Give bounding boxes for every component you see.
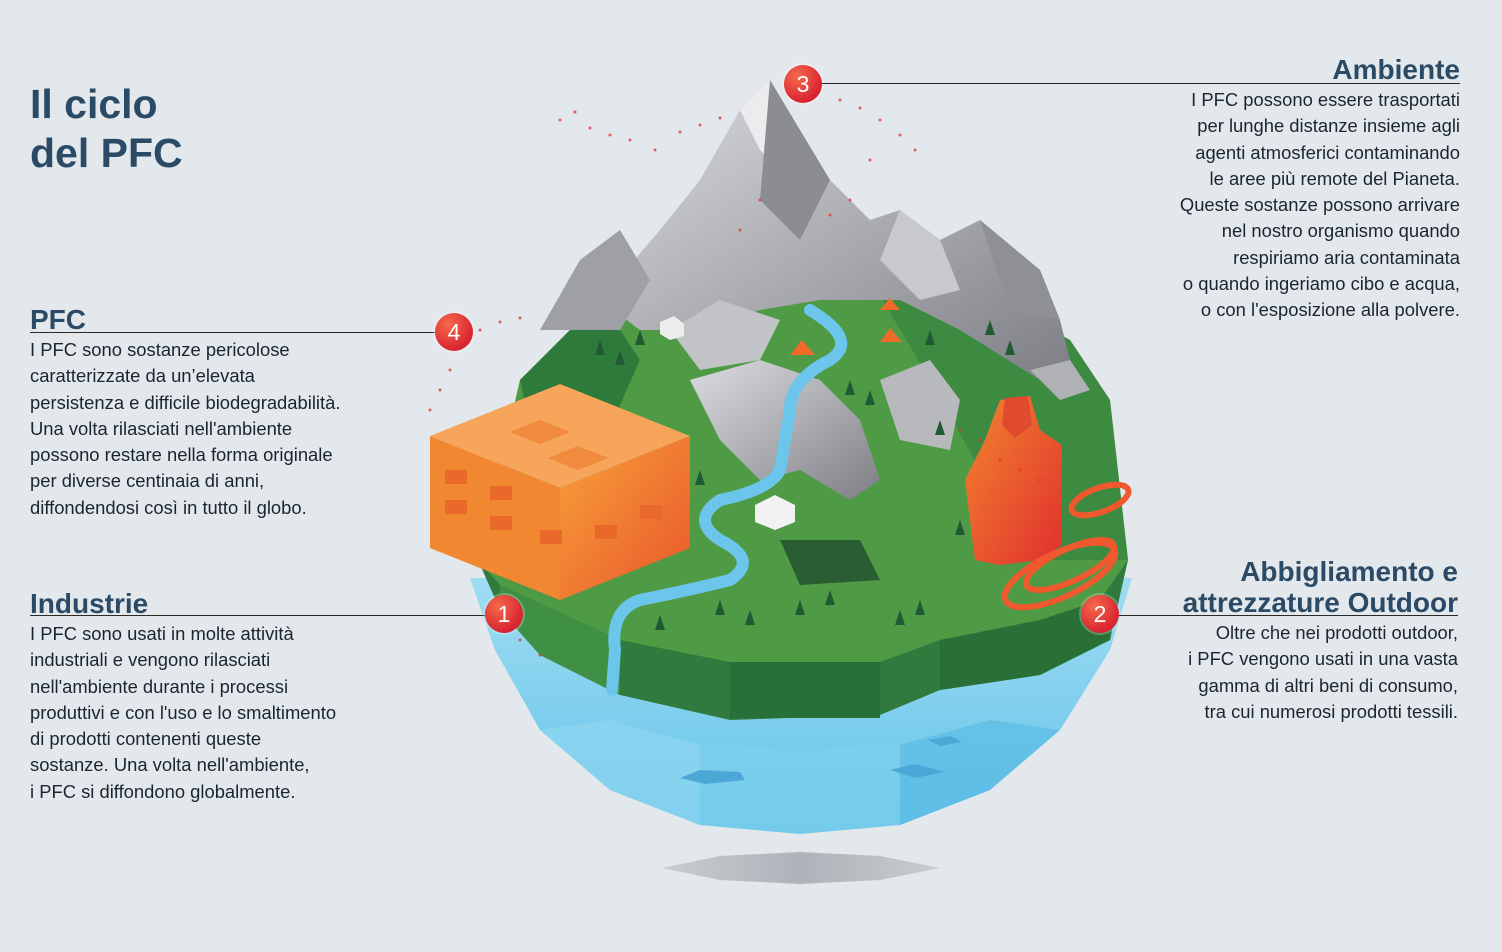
section-industrie-heading: Industrie bbox=[30, 588, 149, 619]
section-pfc: PFC I PFC sono sostanze pericolose carat… bbox=[30, 304, 430, 521]
section-ambiente: Ambiente I PFC possono essere trasportat… bbox=[1040, 54, 1460, 324]
tent bbox=[790, 340, 815, 355]
house bbox=[755, 495, 795, 530]
ground-shadow bbox=[662, 852, 940, 884]
section-industrie: Industrie I PFC sono usati in molte atti… bbox=[30, 588, 430, 805]
badge-ambiente: 3 bbox=[784, 65, 822, 103]
section-pfc-text: I PFC sono sostanze pericolose caratteri… bbox=[30, 339, 341, 518]
section-ambiente-rule bbox=[822, 83, 1460, 84]
section-outdoor-text: Oltre che nei prodotti outdoor, i PFC ve… bbox=[1188, 622, 1458, 722]
section-ambiente-heading: Ambiente bbox=[1332, 54, 1460, 85]
factory bbox=[430, 384, 690, 600]
badge-outdoor: 2 bbox=[1081, 595, 1119, 633]
badge-pfc: 4 bbox=[435, 313, 473, 351]
section-industrie-rule bbox=[30, 615, 485, 616]
badge-industrie: 1 bbox=[485, 595, 523, 633]
section-outdoor: Abbigliamento e attrezzature Outdoor Olt… bbox=[1098, 556, 1458, 725]
section-pfc-rule bbox=[30, 332, 435, 333]
section-ambiente-text: I PFC possono essere trasportati per lun… bbox=[1179, 89, 1460, 321]
section-outdoor-heading: Abbigliamento e attrezzature Outdoor bbox=[1182, 556, 1458, 618]
page-title: Il ciclo del PFC bbox=[30, 81, 183, 176]
jacket bbox=[965, 396, 1062, 565]
section-pfc-heading: PFC bbox=[30, 304, 86, 335]
fish-right bbox=[890, 764, 945, 778]
rope bbox=[1001, 481, 1132, 611]
fish-left bbox=[680, 770, 745, 784]
section-industrie-text: I PFC sono usati in molte attività indus… bbox=[30, 623, 337, 802]
section-outdoor-rule bbox=[1119, 615, 1458, 616]
pfc-particles bbox=[428, 98, 1062, 657]
river bbox=[606, 304, 848, 696]
